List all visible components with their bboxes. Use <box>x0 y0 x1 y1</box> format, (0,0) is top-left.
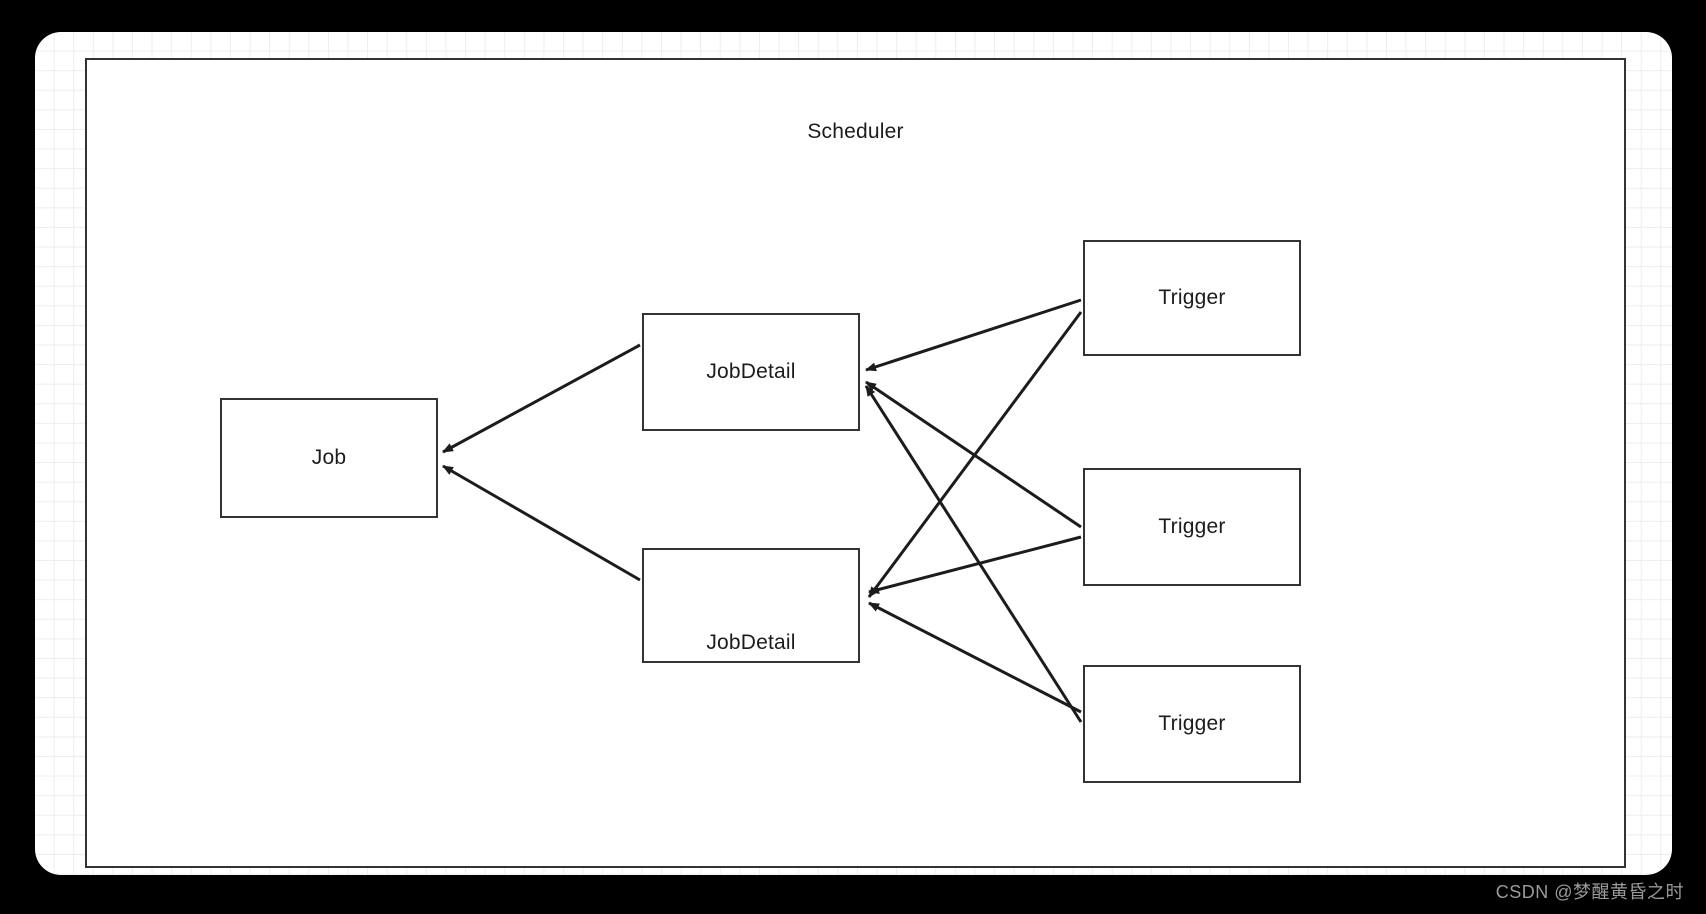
node-job-label: Job <box>311 446 347 469</box>
node-trigger-2[interactable]: Trigger <box>1083 468 1301 586</box>
node-trigger-3[interactable]: Trigger <box>1083 665 1301 783</box>
node-jobdetail-1-label: JobDetail <box>706 360 796 383</box>
node-job[interactable]: Job <box>220 398 438 518</box>
scheduler-title-label: Scheduler <box>807 120 904 143</box>
node-jobdetail-1[interactable]: JobDetail <box>642 313 860 431</box>
csdn-watermark: CSDN @梦醒黄昏之时 <box>1495 882 1684 902</box>
node-trigger-2-label: Trigger <box>1158 515 1226 538</box>
node-trigger-1[interactable]: Trigger <box>1083 240 1301 356</box>
node-jobdetail-2[interactable]: JobDetail <box>642 548 860 663</box>
node-trigger-3-label: Trigger <box>1158 712 1226 735</box>
node-jobdetail-2-label: JobDetail <box>706 631 796 654</box>
node-trigger-1-label: Trigger <box>1158 286 1226 309</box>
